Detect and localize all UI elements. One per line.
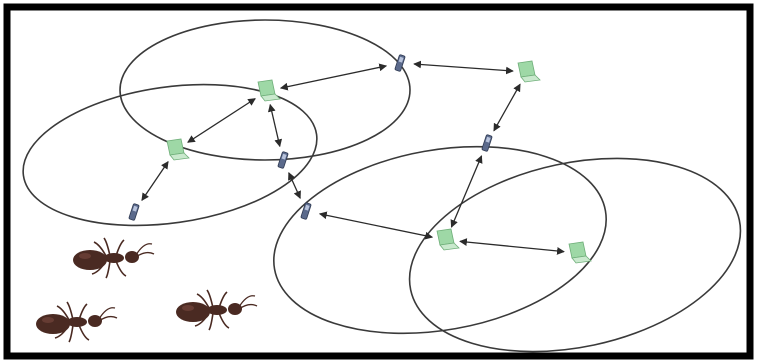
range-ellipse-upper	[119, 19, 411, 161]
laptop-top-right-laptop-icon	[517, 60, 541, 83]
link-laptop-upper-center-to-phone-top	[279, 63, 388, 91]
phone-right-phone-icon	[481, 134, 493, 152]
link-laptop-upper-center-to-phone-center	[267, 103, 283, 148]
link-phone-middle-to-laptop-lower-center	[318, 211, 434, 240]
link-laptop-top-right-to-phone-right	[493, 83, 521, 132]
range-ellipse-lower-left	[273, 145, 607, 335]
link-laptop-upper-center-to-laptop-left	[187, 98, 256, 143]
nodes-group	[128, 54, 592, 264]
link-phone-right-to-laptop-lower-center	[450, 155, 483, 228]
laptop-lower-center-laptop-icon	[436, 228, 460, 251]
link-laptop-lower-center-to-laptop-lower-right	[459, 238, 565, 255]
links-group	[141, 60, 565, 255]
laptop-upper-center-laptop-icon	[257, 79, 281, 102]
ant-icon	[36, 301, 118, 343]
phone-left-bottom-phone-icon	[128, 203, 140, 221]
phone-middle-phone-icon	[300, 202, 312, 220]
range-ellipse-lower-right	[408, 157, 742, 353]
link-phone-top-to-laptop-top-right	[413, 60, 514, 75]
range-ellipses	[22, 19, 742, 353]
laptop-left-laptop-icon	[166, 138, 190, 161]
link-laptop-left-to-phone-left-bottom	[141, 160, 169, 202]
phone-top-phone-icon	[394, 54, 406, 72]
laptop-lower-right-laptop-icon	[568, 241, 592, 264]
link-phone-center-to-phone-middle	[288, 172, 301, 199]
phone-center-phone-icon	[277, 151, 289, 169]
ants-group	[36, 237, 258, 343]
diagram-frame	[3, 3, 754, 360]
range-ellipse-left	[22, 83, 318, 227]
ant-icon	[73, 237, 155, 279]
ant-icon	[176, 289, 258, 331]
